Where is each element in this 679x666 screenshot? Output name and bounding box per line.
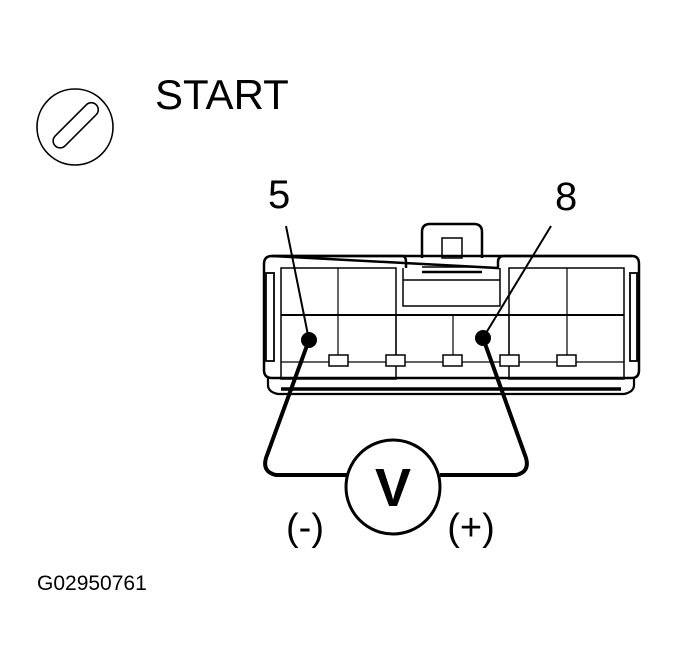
positive-label: (+): [447, 507, 495, 549]
pin-8-probe-point: [475, 330, 491, 346]
ignition-key-icon: [36, 88, 114, 166]
pin-8-label: 8: [555, 175, 577, 219]
pin-5-label: 5: [268, 173, 290, 217]
voltmeter-icon: [344, 438, 442, 536]
pin-5-probe-point: [301, 332, 317, 348]
positive-probe-lead: [440, 337, 529, 477]
start-label: START: [155, 71, 289, 118]
connector: [262, 222, 641, 396]
pin-5-leader: [285, 225, 310, 341]
voltmeter-symbol: V: [375, 458, 411, 518]
negative-label: (-): [286, 507, 324, 549]
pin-8-leader: [482, 225, 552, 339]
negative-probe-lead: [263, 339, 347, 477]
figure-code: G02950761: [37, 572, 147, 595]
